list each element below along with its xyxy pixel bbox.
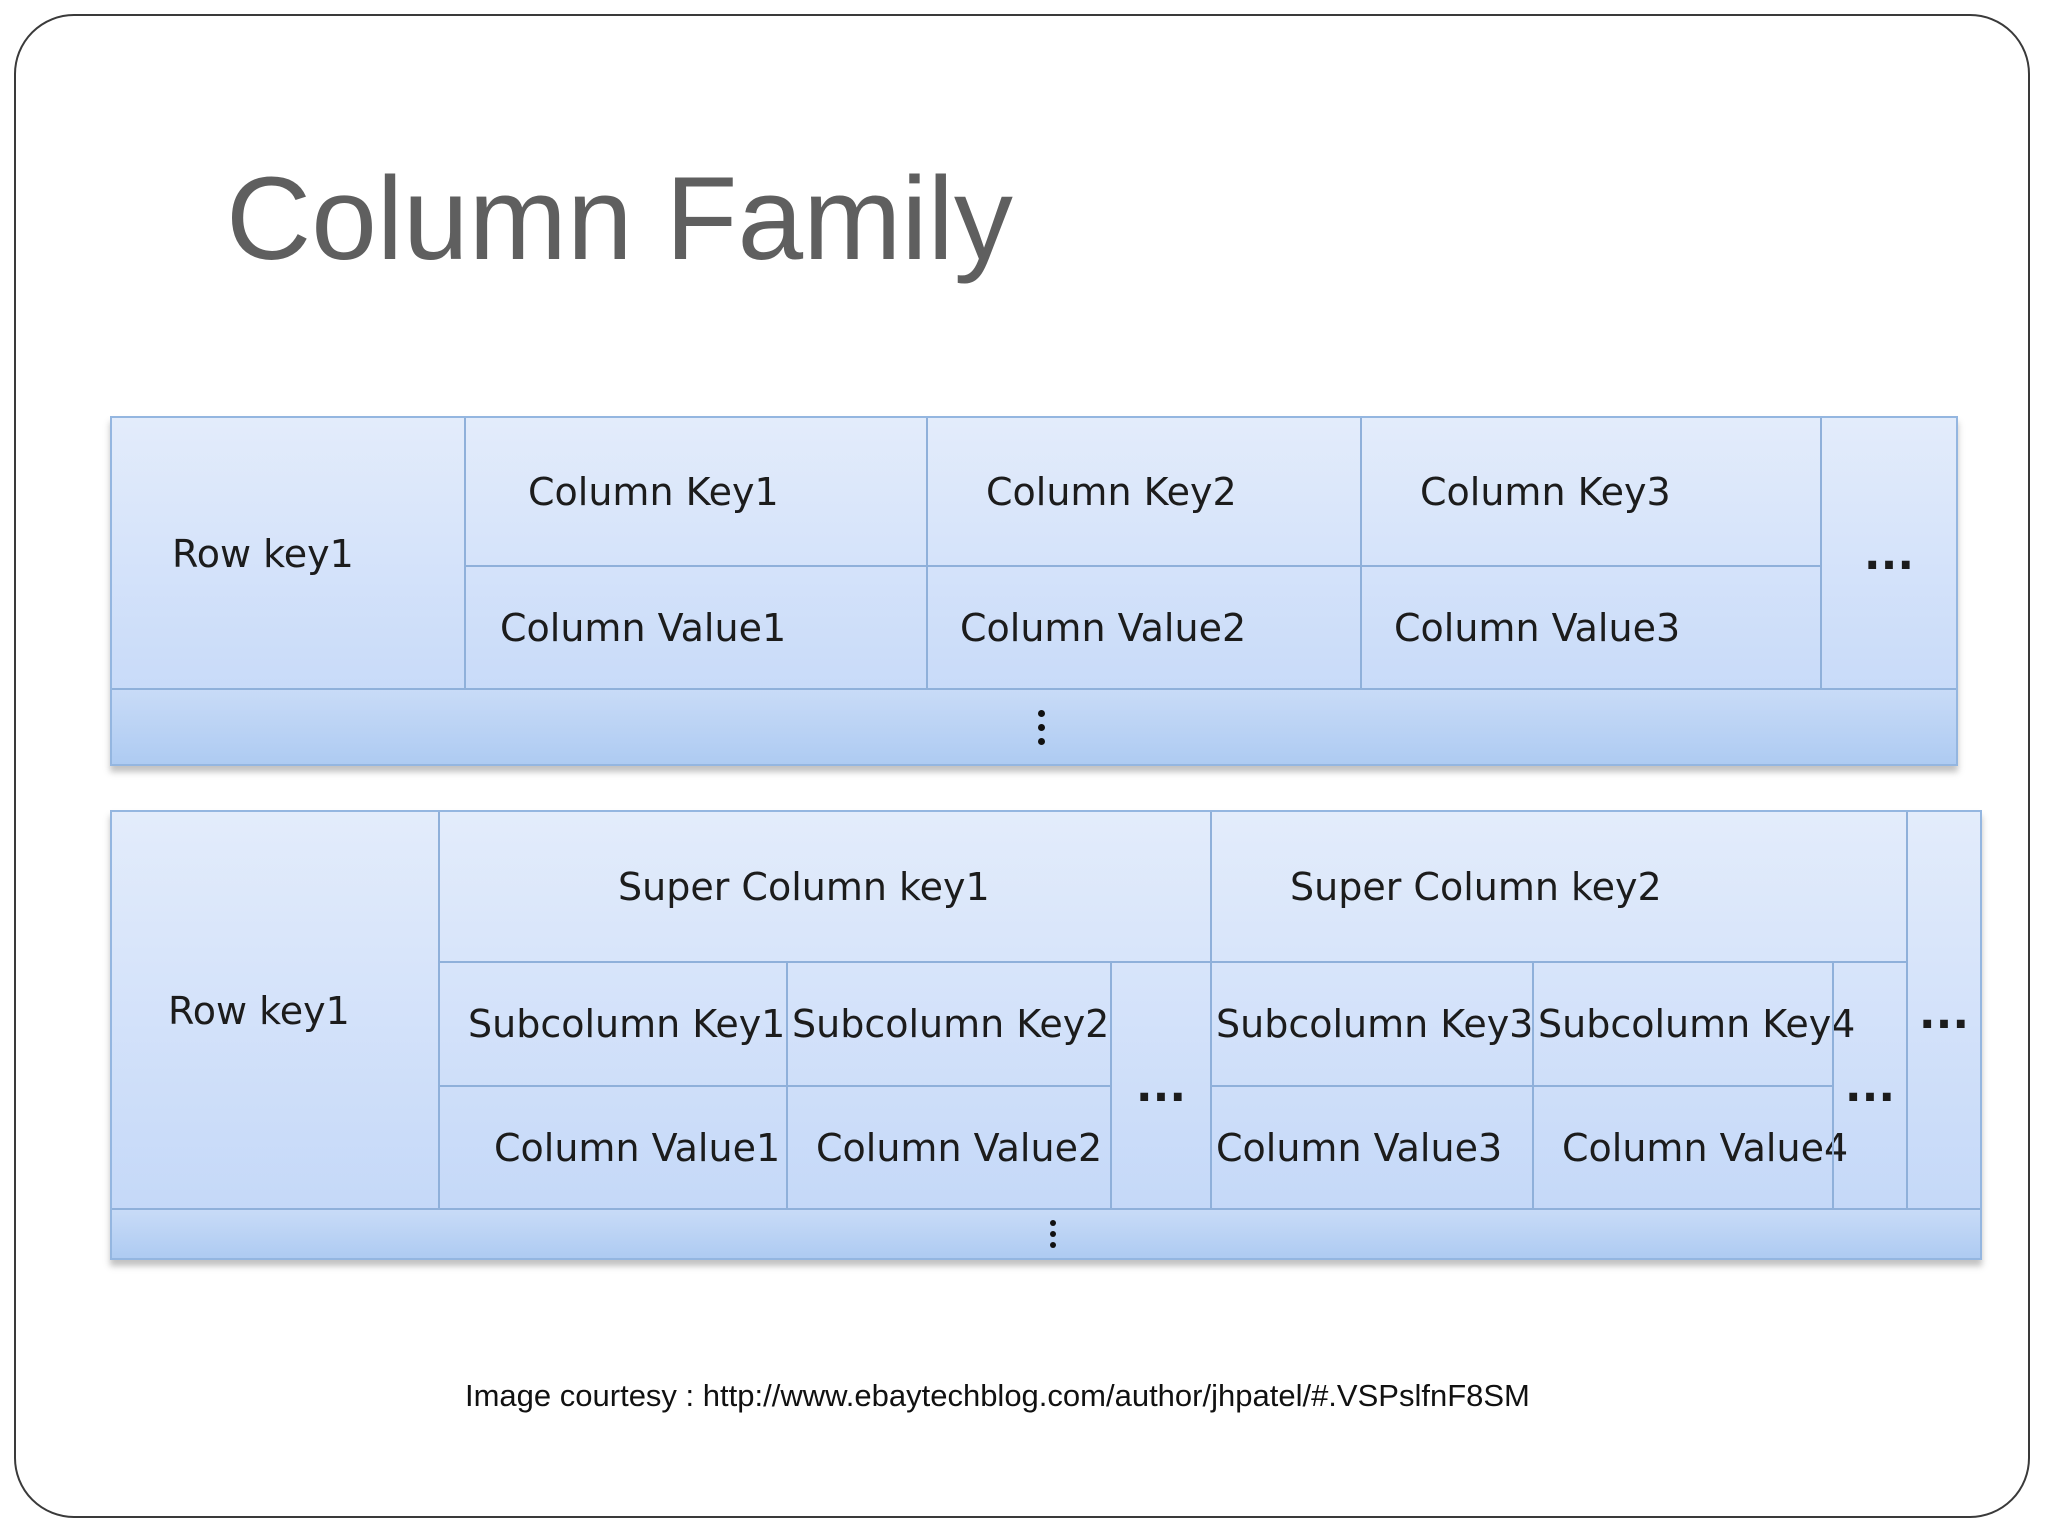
row-key-label: Row key1: [172, 532, 354, 576]
more-rows-band: [112, 1208, 1980, 1258]
column-value-label: Column Value4: [1562, 1126, 1849, 1170]
more-rows-band: [112, 688, 1956, 764]
column-key-cell: Column Key2: [926, 418, 1360, 566]
subcolumn-key-label: Subcolumn Key3: [1216, 1002, 1534, 1046]
column-value-label: Column Value3: [1216, 1126, 1503, 1170]
subcolumn-key-cell: Subcolumn Key2: [786, 962, 1110, 1086]
column-family-diagram: Row key1 Column Key1 Column Value1 Colum…: [110, 416, 1958, 766]
column-value-cell: Column Value4: [1532, 1086, 1848, 1210]
row-key-cell: Row key1: [112, 418, 464, 690]
column-value-label: Column Value2: [816, 1126, 1103, 1170]
more-super-columns-ellipsis: ...: [1918, 988, 1970, 1039]
column-value-label: Column Value3: [1394, 606, 1681, 650]
subcolumn-key-label: Subcolumn Key4: [1538, 1002, 1856, 1046]
column-value-cell: Column Value2: [786, 1086, 1110, 1210]
column-key-label: Column Key1: [528, 470, 779, 514]
column-value-cell: Column Value3: [1360, 566, 1820, 690]
row-key-cell: Row key1: [112, 812, 438, 1210]
super-column-key-label: Super Column key1: [618, 865, 990, 909]
more-subcolumns-cell: ...: [1110, 962, 1210, 1210]
row-key-label: Row key1: [168, 989, 350, 1033]
more-super-columns-cell: ...: [1906, 812, 1980, 1210]
slide-frame: [14, 14, 2030, 1518]
subcolumn-key-cell: Subcolumn Key3: [1210, 962, 1534, 1086]
column-key-label: Column Key3: [1420, 470, 1671, 514]
subcolumn-key-label: Subcolumn Key2: [792, 1002, 1110, 1046]
column-value-cell: Column Value2: [926, 566, 1360, 690]
image-courtesy: Image courtesy : http://www.ebaytechblog…: [465, 1378, 1530, 1413]
subcolumn-key-cell: Subcolumn Key4: [1532, 962, 1855, 1086]
super-column-key-cell: Super Column key2: [1210, 812, 1906, 962]
more-columns-cell: ...: [1820, 418, 1956, 690]
column-value-cell: Column Value1: [438, 1086, 786, 1210]
more-subcolumns-ellipsis: ...: [1135, 1060, 1187, 1112]
column-value-label: Column Value1: [500, 606, 787, 650]
super-column-family-diagram: Row key1 Super Column key1 Super Column …: [110, 810, 1982, 1260]
super-column-key-cell: Super Column key1: [438, 812, 1210, 962]
key-value-divider: [464, 565, 1820, 567]
more-subcolumns-ellipsis: ...: [1844, 1060, 1896, 1112]
column-value-cell: Column Value3: [1210, 1086, 1532, 1210]
more-subcolumns-cell: ...: [1832, 962, 1906, 1210]
more-rows-dots: [1050, 1220, 1056, 1248]
super-column-key-label: Super Column key2: [1290, 865, 1662, 909]
column-value-label: Column Value2: [960, 606, 1247, 650]
super-key-divider: [438, 961, 1906, 963]
subcolumn-key-cell: Subcolumn Key1: [438, 962, 786, 1086]
more-rows-dots: [1037, 709, 1045, 745]
column-value-label: Column Value1: [494, 1126, 781, 1170]
slide-title: Column Family: [226, 153, 1013, 285]
more-columns-ellipsis: ...: [1863, 528, 1915, 580]
subcolumn-key-label: Subcolumn Key1: [468, 1002, 786, 1046]
column-key-label: Column Key2: [986, 470, 1237, 514]
column-key-cell: Column Key3: [1360, 418, 1820, 566]
subkey-value-divider: [438, 1085, 1110, 1087]
column-key-cell: Column Key1: [464, 418, 926, 566]
subkey-value-divider: [1210, 1085, 1832, 1087]
column-value-cell: Column Value1: [464, 566, 926, 690]
